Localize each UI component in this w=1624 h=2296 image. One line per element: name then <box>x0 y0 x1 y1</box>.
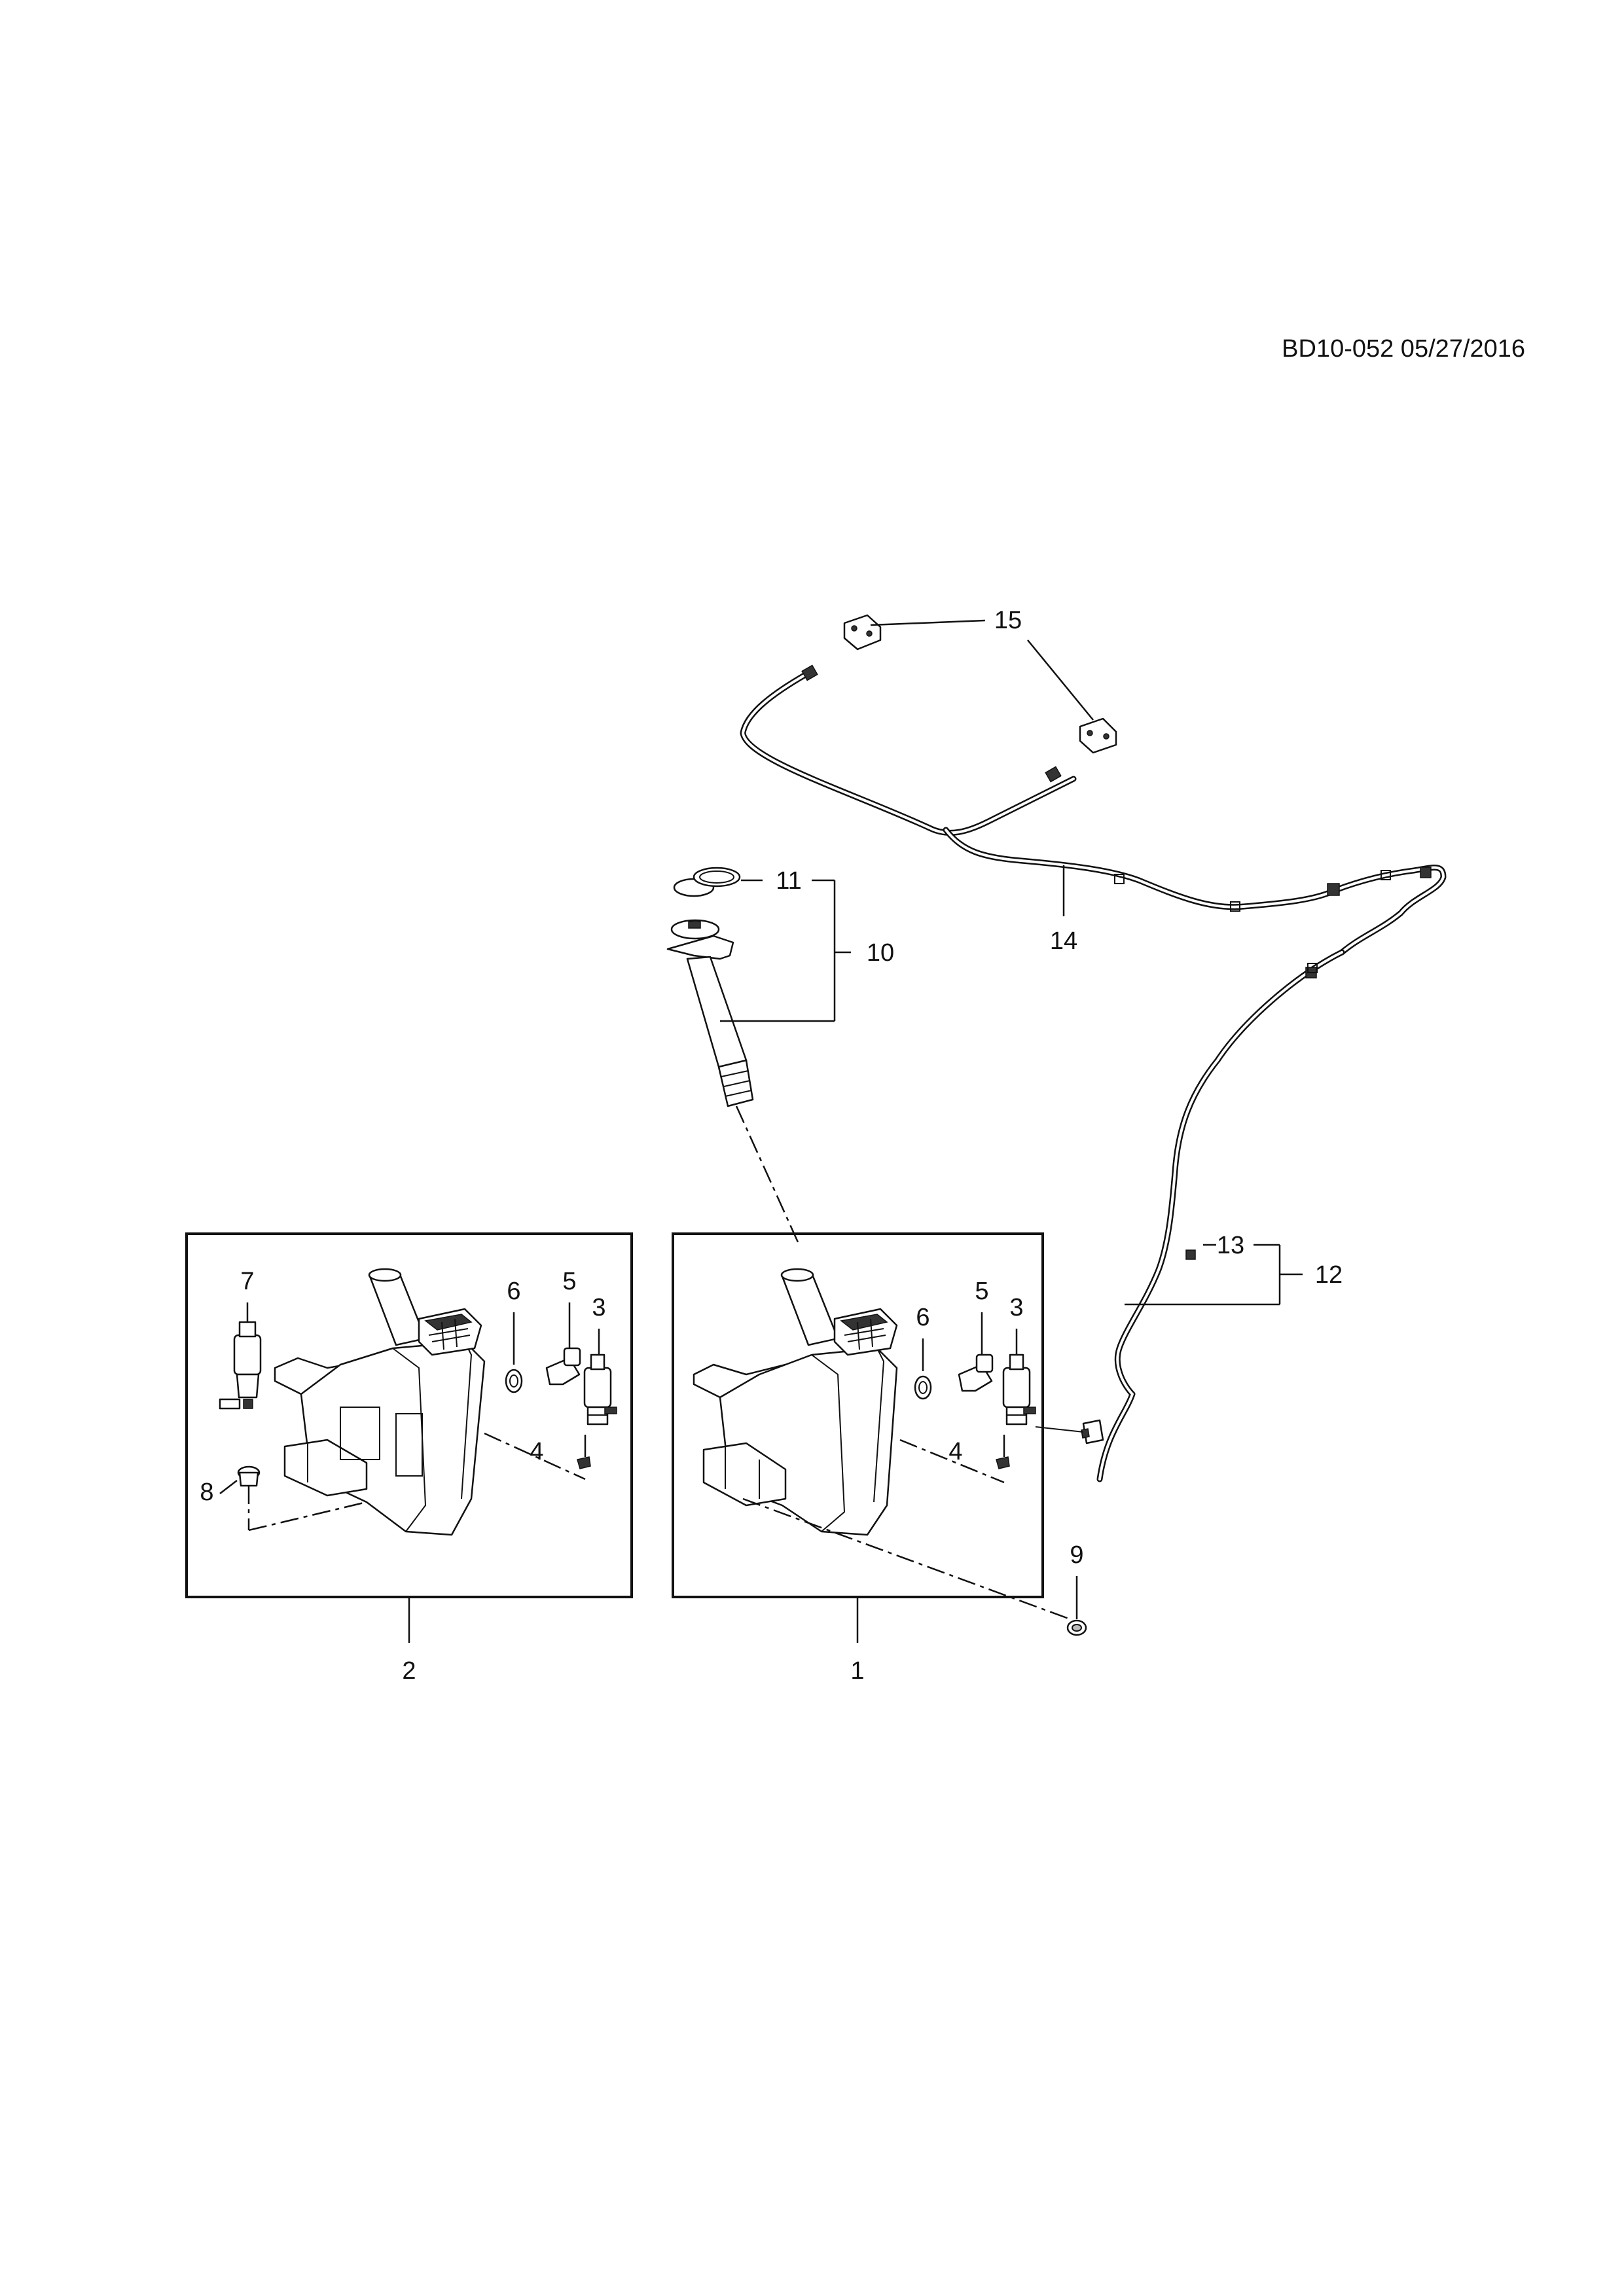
callout-1: 1 <box>850 1657 864 1685</box>
washer-hose-12 <box>1081 949 1345 1482</box>
nozzle-right <box>1079 717 1117 754</box>
filler-neck <box>666 919 754 1107</box>
callout-4-left: 4 <box>530 1438 543 1465</box>
callout-11: 11 <box>776 867 801 895</box>
document-id: BD10-052 05/27/2016 <box>1282 335 1525 363</box>
level-sensor-5-right <box>958 1354 994 1392</box>
filler-cap <box>673 867 741 897</box>
callout-12: 12 <box>1315 1261 1343 1289</box>
nozzle-left <box>843 614 882 651</box>
callout-8: 8 <box>200 1479 213 1506</box>
pump-3-right <box>1002 1354 1036 1426</box>
washer-tank-1 <box>693 1268 898 1536</box>
callout-9: 9 <box>1070 1541 1083 1569</box>
grommet-6-left <box>505 1369 523 1393</box>
grommet-8 <box>237 1465 261 1487</box>
clip-4-right <box>996 1456 1010 1469</box>
callout-3-left: 3 <box>592 1294 605 1321</box>
pump-3-left <box>583 1354 617 1426</box>
callout-7: 7 <box>240 1268 254 1295</box>
washer-hose-assembly <box>740 664 1447 956</box>
washer-tank-2 <box>274 1268 486 1536</box>
callout-6-left: 6 <box>507 1278 520 1305</box>
level-sensor-5-left <box>545 1347 581 1386</box>
callout-10: 10 <box>867 939 894 967</box>
clip-4-left <box>577 1456 591 1469</box>
callout-4-right: 4 <box>948 1438 962 1465</box>
callout-15: 15 <box>994 607 1022 634</box>
grommet-6-right <box>914 1375 932 1400</box>
pump-7 <box>219 1321 262 1410</box>
nut-9 <box>1066 1619 1087 1636</box>
callout-14: 14 <box>1050 927 1077 955</box>
callout-13: 13 <box>1217 1232 1244 1259</box>
callout-5-right: 5 <box>975 1278 988 1305</box>
callout-2: 2 <box>402 1657 416 1685</box>
callout-6-right: 6 <box>916 1304 929 1331</box>
callout-3-right: 3 <box>1009 1294 1023 1321</box>
callout-5-left: 5 <box>562 1268 576 1295</box>
